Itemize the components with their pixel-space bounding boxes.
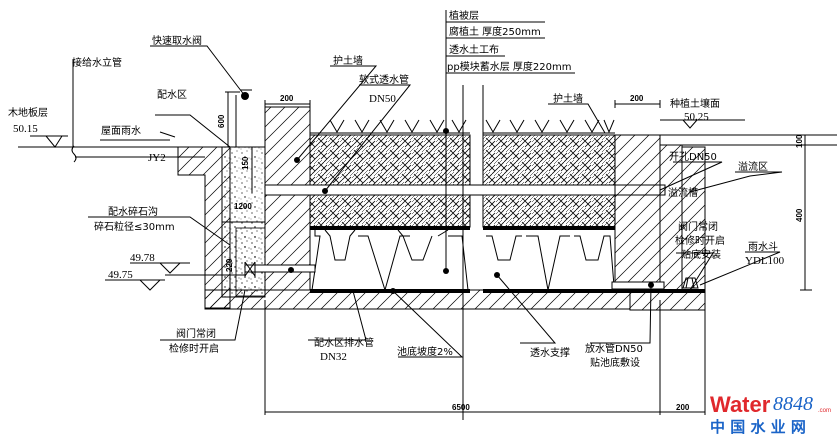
pp-module-left [311, 229, 469, 292]
label-rain-hopper: 雨水斗 [748, 241, 778, 253]
label-hole: 开孔DN50 [669, 151, 717, 163]
leader-lines [88, 45, 783, 358]
dim-6500: 6500 [452, 403, 470, 412]
dim-400: 400 [795, 208, 804, 222]
label-overflow-zone: 溢流区 [738, 160, 768, 173]
label-planting-surface: 种植土壤面 [670, 97, 720, 110]
label-drain-pipe-note: 贴池底敷设 [590, 356, 640, 369]
label-dist-drain-pipe: 配水区排水管 [314, 336, 374, 349]
label-geotextile: 透水土工布 [449, 43, 499, 56]
plant-symbols [310, 119, 615, 134]
dim-100: 100 [795, 134, 804, 148]
overflow-wall [659, 144, 683, 291]
watermark-chinese: 中 国 水 业 网 [710, 418, 806, 436]
elevation-markers [30, 119, 745, 291]
label-pp-module: pp模块蓄水层 厚度220mm [447, 60, 571, 73]
dim-600: 600 [217, 114, 226, 128]
dim-200-top-right: 200 [630, 94, 644, 103]
label-retaining-wall-left: 护土墙 [333, 54, 363, 67]
right-concrete-wall [629, 146, 706, 311]
label-supply-riser: 接给水立管 [72, 56, 122, 69]
retaining-wall-right [614, 134, 661, 286]
label-slope: 池底坡度2% [397, 345, 453, 358]
elev-wood-floor: 50.15 [13, 123, 38, 135]
dim-200-top-left: 200 [280, 94, 294, 103]
label-gravel-trench: 配水碎石沟 [108, 205, 158, 218]
label-valve-open-left: 检修时开启 [169, 342, 219, 355]
label-distribution-zone: 配水区 [157, 89, 187, 101]
label-install-bottom: 贴底安装 [681, 248, 721, 261]
dim-150: 150 [241, 156, 250, 170]
elev-planting-surface: 50.25 [684, 111, 709, 123]
label-valve-closed-left: 阀门常闭 [176, 327, 216, 340]
label-planting-layer: 植被层 [449, 9, 479, 22]
soil-layer-right [482, 134, 616, 186]
dimension-lines [222, 91, 812, 415]
soil-layer-lower-right [482, 194, 616, 228]
label-valve-open-right: 检修时开启 [675, 234, 725, 247]
label-retaining-wall-right: 护土墙 [553, 92, 583, 105]
label-quick-valve: 快速取水阀 [152, 34, 202, 47]
elev-2: 49.75 [108, 269, 133, 281]
label-roof-rain: 屋面雨水 [101, 125, 141, 137]
label-drain-pipe: 放水管DN50 [585, 342, 643, 355]
label-permeable-support: 透水支撑 [530, 346, 570, 359]
label-gravel-size: 碎石粒径≤30mm [94, 220, 175, 233]
rain-hopper-symbol [682, 277, 699, 289]
watermark-domain: .com [818, 408, 831, 414]
label-valve-closed-right: 阀门常闭 [678, 220, 718, 233]
gravel-inner-box [235, 227, 266, 297]
watermark-brand: Water [710, 392, 771, 417]
dim-1200: 1200 [234, 202, 252, 211]
label-overflow-trough: 溢流槽 [668, 186, 698, 199]
label-soft-drain-pipe: 软式透水管 [359, 73, 409, 86]
elev-1: 49.78 [130, 252, 155, 264]
label-jy2: JY2 [148, 152, 166, 164]
label-wood-floor: 木地板层 [8, 106, 48, 119]
watermark-logo: Water 8848 .com 中 国 水 业 网 [710, 392, 831, 436]
dim-200-bottom: 200 [676, 403, 690, 412]
retaining-wall-left [264, 106, 311, 291]
drain-pipe-dn50 [611, 281, 665, 290]
label-soil-layer: 腐植土 厚度250mm [449, 25, 541, 38]
pipe-break-symbol [71, 145, 77, 163]
label-dist-drain-size: DN32 [320, 351, 347, 363]
watermark-number: 8848 [773, 393, 813, 415]
label-soft-drain-size: DN50 [369, 93, 396, 105]
label-rain-hopper-model: YDL100 [745, 255, 785, 267]
pp-module-right [486, 235, 615, 291]
valve-left-symbol [244, 261, 256, 277]
dim-220: 220 [225, 258, 234, 272]
